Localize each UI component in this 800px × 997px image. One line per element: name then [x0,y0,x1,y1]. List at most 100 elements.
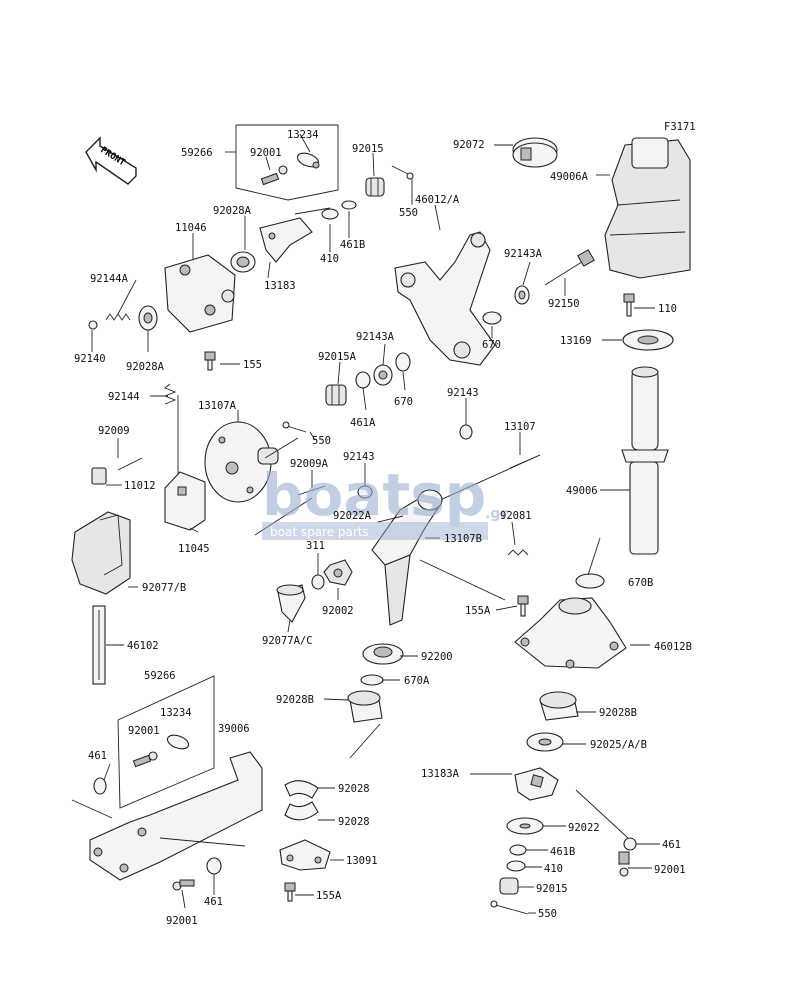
watermark: boatsp .gr boat spare parts [262,461,507,540]
part-92140-ball [88,320,98,330]
part-461-right [623,837,637,851]
part-46012B-base [514,597,627,669]
label-13183A: 13183A [421,768,460,780]
label-92002: 92002 [322,605,354,617]
label-92022: 92022 [568,822,600,834]
part-labels: 59266 92001 13234 92015 92072 49006A 920… [74,129,692,927]
label-550-mid: 550 [312,435,331,447]
group-59266-top [225,124,339,201]
part-13169-gasket [622,329,674,351]
label-92001-low: 92001 [128,725,160,737]
part-11046-housing [164,254,236,333]
label-92015-low: 92015 [536,883,568,895]
part-92028A-top [230,251,256,273]
label-49006: 49006 [566,485,598,497]
part-92002-nut [323,559,353,586]
label-670-top: 670 [482,339,501,351]
part-92015A [325,384,347,406]
label-59266-top: 59266 [181,147,213,159]
part-13091-clamp [279,839,331,871]
part-461B-low [509,844,527,856]
part-92072-clamp [512,137,558,168]
group-59266-low [117,675,215,809]
part-155A-bolt-right [517,595,529,617]
figure-code: F3171 [664,121,696,133]
label-92143-mid: 92143 [343,451,375,463]
part-92001-right [618,851,630,877]
label-92028A-top: 92028A [213,205,252,217]
watermark-suffix: .gr [485,506,507,522]
label-92200: 92200 [421,651,453,663]
label-92081: 92081 [500,510,532,522]
part-92144A-spring [105,313,131,321]
label-92015-top: 92015 [352,143,384,155]
part-92028-half-a [284,780,319,799]
part-11012 [91,467,107,485]
part-550-cotter-mid [282,421,307,433]
part-49006-tube [621,366,669,555]
label-92001-top: 92001 [250,147,282,159]
label-11045: 11045 [178,543,210,555]
label-461B-top: 461B [340,239,365,251]
part-670A-oring [360,674,384,686]
label-92022A: 92022A [333,510,372,522]
label-92143-upper: 92143 [447,387,479,399]
leader-lines [91,133,660,914]
label-46012A: 46012/A [415,194,460,206]
label-92150: 92150 [548,298,580,310]
label-670B: 670B [628,577,653,589]
label-461-bottom: 461 [204,896,223,908]
part-550-cotter-pin [391,165,414,180]
label-92140: 92140 [74,353,106,365]
label-461-left: 461 [88,750,107,762]
label-155A-low: 155A [316,890,342,902]
label-13091: 13091 [346,855,378,867]
label-92143A-mid: 92143A [356,331,395,343]
part-92015-top [365,177,385,197]
part-46102-rail [92,605,106,685]
part-155-bolt-left [204,351,216,371]
part-670-oring-mid [395,352,411,372]
label-13107B: 13107B [444,533,482,545]
label-13107: 13107 [504,421,536,433]
part-92015-low [499,877,519,895]
part-670B-oring [575,573,605,589]
label-46102: 46102 [127,640,159,652]
front-arrow-icon: FRONT [85,136,137,185]
label-92025ABC: 92025/A/B [590,739,647,751]
label-410-top: 410 [320,253,339,265]
label-92028B-right: 92028B [599,707,637,719]
label-92144A: 92144A [90,273,129,285]
label-13183: 13183 [264,280,296,292]
watermark-tagline: boat spare parts [270,525,369,539]
part-92143A-upper [514,285,530,305]
part-110-bolt [623,293,635,317]
label-670A: 670A [404,675,430,687]
part-92200 [362,643,404,665]
label-92028-b: 92028 [338,816,370,828]
part-92009-screw [117,457,143,471]
part-46012A-arm [394,231,496,366]
part-410-low [506,860,526,872]
part-461A [355,371,371,389]
part-670-oring-top [482,311,502,325]
part-92025ABC-washer [526,732,564,752]
part-11045-bracket [164,471,206,531]
part-461B-top [341,200,357,210]
label-13169: 13169 [560,335,592,347]
label-13107A: 13107A [198,400,237,412]
label-311: 311 [306,540,325,552]
part-92028-half-b [284,801,319,821]
label-410-low: 410 [544,863,563,875]
part-92077AC-cap [276,584,306,623]
part-13183 [259,207,331,263]
part-92081-spring [507,549,529,556]
label-92009A: 92009A [290,458,329,470]
part-92028B-left [347,690,383,723]
label-92015A: 92015A [318,351,357,363]
label-92077AC: 92077A/C [262,635,313,647]
label-461-right: 461 [662,839,681,851]
label-155-left: 155 [243,359,262,371]
label-550-top: 550 [399,207,418,219]
